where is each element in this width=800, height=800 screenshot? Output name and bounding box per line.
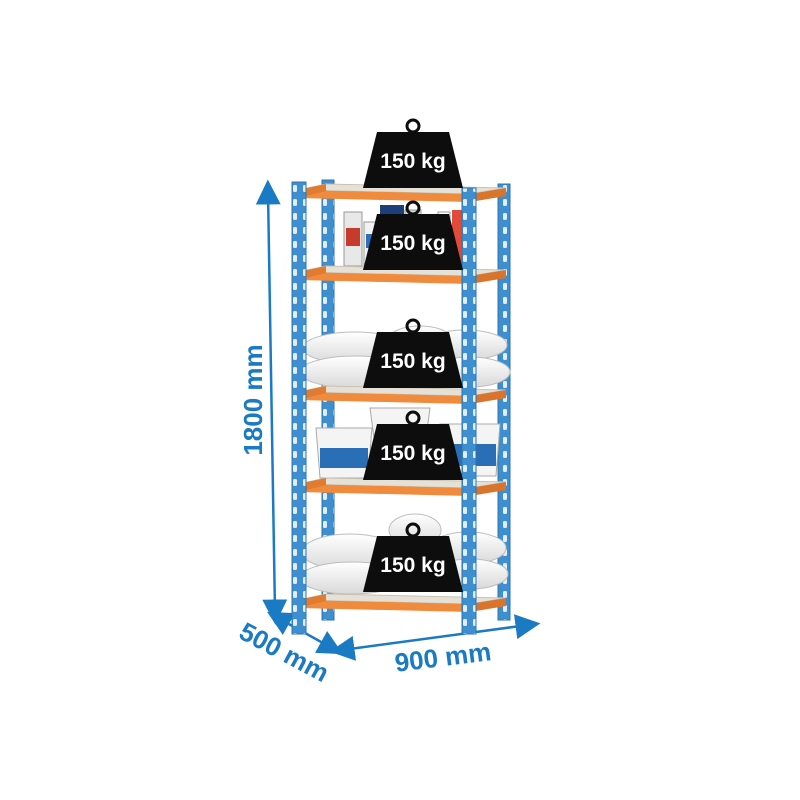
shelves [297,183,507,612]
shelf-front-beam [298,190,470,202]
weight-label: 150 kg [380,150,445,173]
weight-icon: 150 kg [363,410,463,480]
shelf-side-beam [470,390,506,404]
weight-icon: 150 kg [363,318,463,388]
weight-icon: 150 kg [363,118,463,188]
width-arrow [329,614,541,661]
weight-body [363,424,463,480]
front-uprights [291,181,477,635]
weight-body [363,132,463,188]
weight-label: 150 kg [380,554,445,577]
shelf-side-beam [470,270,506,284]
weight-icon: 150 kg [363,200,463,270]
width-label: 900 mm [393,636,493,678]
shelf-front-beam [298,272,470,284]
weights: 150 kg 150 kg 150 kg 150 kg 150 kg [363,118,463,592]
shelf-front-beam [298,392,470,404]
shelf-front-beam [298,600,470,612]
weight-label: 150 kg [380,350,445,373]
shelf-side-beam [470,188,506,202]
weight-body [363,332,463,388]
height-label: 1800 mm [238,344,268,455]
shelf-side-beam [470,482,506,496]
weight-label: 150 kg [380,232,445,255]
shelf-side-beam [470,598,506,612]
shelf-front-beam [298,484,470,496]
weight-icon: 150 kg [363,522,463,592]
depth-label: 500 mm [234,616,334,688]
weight-ring [405,118,421,134]
weight-body [363,214,463,270]
weight-label: 150 kg [380,442,445,465]
weight-body [363,536,463,592]
height-arrow [255,179,288,625]
